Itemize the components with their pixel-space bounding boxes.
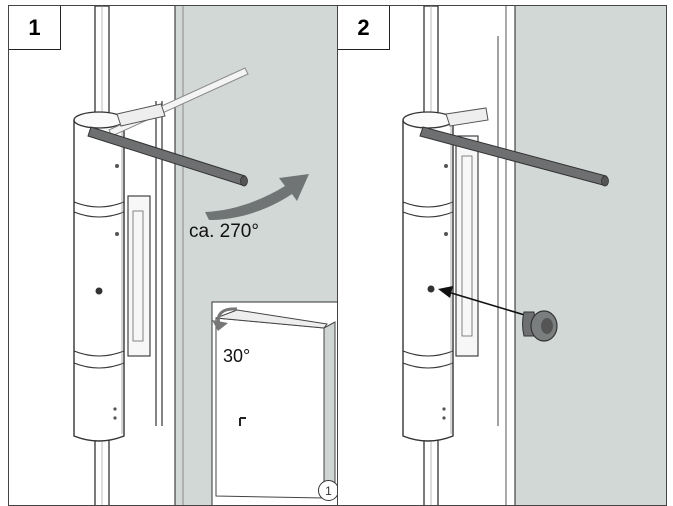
step-2-badge: 2	[338, 6, 390, 50]
hinge-body	[73, 111, 125, 442]
step-2-illustration	[402, 6, 666, 505]
adjustment-rod	[87, 126, 248, 187]
step-1-panel: 1	[8, 5, 338, 506]
adjustment-hole	[427, 285, 435, 293]
adjustment-hole	[95, 287, 103, 295]
rotate-arrow-icon	[205, 174, 309, 220]
step-1-badge: 1	[9, 6, 61, 50]
cap-plug-icon	[522, 310, 558, 342]
rotation-angle-label: ca. 270°	[189, 221, 259, 242]
door-leaf	[515, 6, 666, 505]
adjustment-rod	[419, 126, 609, 187]
hinge-body	[402, 111, 454, 442]
step-1-illustration	[73, 6, 337, 505]
pointer-arrow-icon	[438, 286, 529, 317]
door-opening-inset	[211, 301, 337, 505]
step-2-panel: 2	[337, 5, 667, 506]
inset-marker: 1	[318, 480, 337, 501]
inset-angle-label: 30°	[223, 346, 251, 366]
